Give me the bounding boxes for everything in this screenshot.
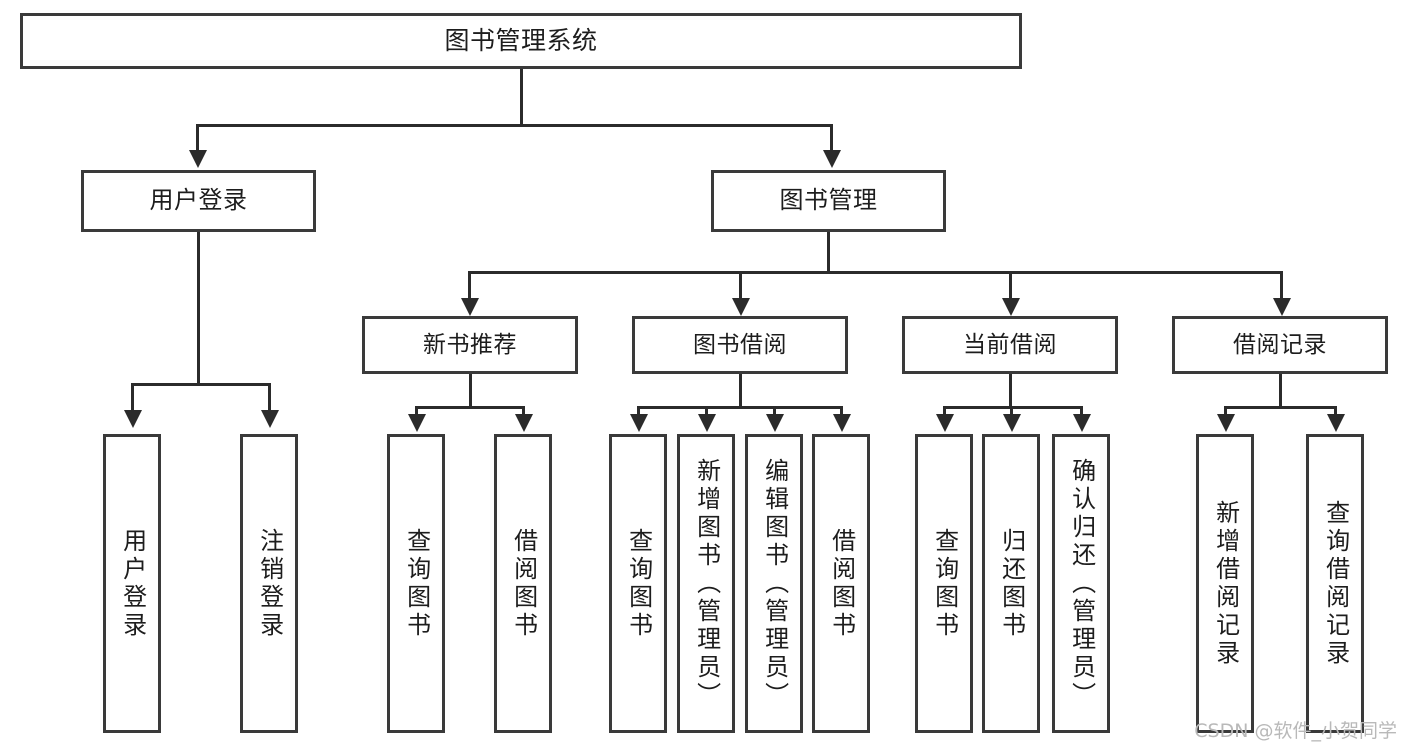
connector-level3-drop-3: [1009, 271, 1012, 298]
leaf-query-borrow-record[interactable]: 查询借阅记录: [1306, 434, 1364, 733]
connector-book-management-stem: [827, 232, 830, 271]
connector-root-stem: [520, 69, 523, 125]
node-label: 新增借阅记录: [1211, 499, 1240, 668]
node-label: 查询图书: [402, 527, 431, 640]
connector-book-borrow-drop-1: [637, 406, 640, 418]
leaf-confirm-return[interactable]: 确认归还（管理员）: [1052, 434, 1110, 733]
node-label: 新书推荐: [423, 331, 517, 358]
node-label: 借阅记录: [1233, 331, 1327, 358]
node-label: 当前借阅: [963, 331, 1057, 358]
connector-new-book-drop-1: [415, 406, 418, 418]
arrow-to-query-book-2: [630, 414, 648, 432]
connector-borrow-record-stem: [1279, 374, 1282, 406]
connector-book-borrow-drop-3: [773, 406, 776, 418]
arrow-to-borrow-book-1: [515, 414, 533, 432]
node-label: 用户登录: [149, 186, 248, 215]
leaf-query-book-current[interactable]: 查询图书: [915, 434, 973, 733]
connector-level3-drop-1: [468, 271, 471, 298]
connector-book-borrow-stem: [739, 374, 742, 406]
leaf-add-borrow-record[interactable]: 新增借阅记录: [1196, 434, 1254, 733]
node-user-login[interactable]: 用户登录: [81, 170, 316, 232]
arrow-to-user-login: [189, 150, 207, 168]
arrow-to-current-borrow: [1002, 298, 1020, 316]
node-current-borrow[interactable]: 当前借阅: [902, 316, 1118, 374]
node-root-system[interactable]: 图书管理系统: [20, 13, 1022, 69]
leaf-query-book-borrow[interactable]: 查询图书: [609, 434, 667, 733]
node-label: 借阅图书: [827, 527, 856, 640]
arrow-to-logout-leaf: [261, 410, 279, 428]
connector-level3-bus: [468, 271, 1280, 274]
connector-current-borrow-bus: [943, 406, 1083, 409]
connector-new-book-drop-2: [522, 406, 525, 418]
connector-current-borrow-drop-2: [1010, 406, 1013, 418]
connector-root-drop-1: [196, 124, 199, 150]
node-book-management[interactable]: 图书管理: [711, 170, 946, 232]
arrow-to-query-borrow-record: [1327, 414, 1345, 432]
arrow-to-book-borrow: [732, 298, 750, 316]
arrow-to-add-book: [698, 414, 716, 432]
node-label: 新增图书（管理员）: [692, 457, 721, 710]
node-label: 查询图书: [930, 527, 959, 640]
leaf-borrow-book-recommend[interactable]: 借阅图书: [494, 434, 552, 733]
leaf-edit-book[interactable]: 编辑图书（管理员）: [745, 434, 803, 733]
node-label: 图书管理系统: [444, 25, 598, 55]
connector-book-borrow-bus: [637, 406, 843, 409]
arrow-to-new-book-recommend: [461, 298, 479, 316]
connector-user-login-stem: [197, 232, 200, 383]
connector-borrow-record-drop-2: [1334, 406, 1337, 418]
node-label: 查询借阅记录: [1321, 499, 1350, 668]
connector-borrow-record-bus: [1224, 406, 1337, 409]
connector-user-login-drop-2: [268, 383, 271, 410]
leaf-return-book[interactable]: 归还图书: [982, 434, 1040, 733]
arrow-to-user-login-leaf: [124, 410, 142, 428]
connector-new-book-bus: [415, 406, 525, 409]
arrow-to-edit-book: [766, 414, 784, 432]
arrow-to-query-book-1: [408, 414, 426, 432]
connector-current-borrow-drop-1: [943, 406, 946, 418]
connector-current-borrow-drop-3: [1080, 406, 1083, 418]
connector-current-borrow-stem: [1009, 374, 1012, 406]
node-label: 查询图书: [624, 527, 653, 640]
leaf-user-login[interactable]: 用户登录: [103, 434, 161, 733]
arrow-to-add-borrow-record: [1217, 414, 1235, 432]
connector-user-login-drop-1: [131, 383, 134, 410]
node-label: 归还图书: [997, 527, 1026, 640]
arrow-to-book-management: [823, 150, 841, 168]
arrow-to-borrow-book-2: [833, 414, 851, 432]
leaf-query-book-recommend[interactable]: 查询图书: [387, 434, 445, 733]
arrow-to-confirm-return: [1073, 414, 1091, 432]
connector-new-book-stem: [469, 374, 472, 406]
connector-level3-drop-4: [1280, 271, 1283, 298]
node-label: 编辑图书（管理员）: [760, 457, 789, 710]
node-new-book-recommend[interactable]: 新书推荐: [362, 316, 578, 374]
node-borrow-record[interactable]: 借阅记录: [1172, 316, 1388, 374]
connector-root-bus: [196, 124, 833, 127]
node-label: 注销登录: [255, 527, 284, 640]
connector-book-borrow-drop-4: [840, 406, 843, 418]
leaf-borrow-book[interactable]: 借阅图书: [812, 434, 870, 733]
node-label: 用户登录: [118, 527, 147, 640]
node-label: 借阅图书: [509, 527, 538, 640]
node-book-borrow[interactable]: 图书借阅: [632, 316, 848, 374]
node-label: 图书借阅: [693, 331, 787, 358]
connector-user-login-bus: [131, 383, 268, 386]
leaf-add-book[interactable]: 新增图书（管理员）: [677, 434, 735, 733]
node-label: 确认归还（管理员）: [1067, 457, 1096, 710]
connector-borrow-record-drop-1: [1224, 406, 1227, 418]
leaf-logout[interactable]: 注销登录: [240, 434, 298, 733]
arrow-to-borrow-record: [1273, 298, 1291, 316]
connector-root-drop-2: [830, 124, 833, 150]
connector-book-borrow-drop-2: [705, 406, 708, 418]
arrow-to-query-book-3: [936, 414, 954, 432]
arrow-to-return-book: [1003, 414, 1021, 432]
node-label: 图书管理: [779, 186, 878, 215]
connector-level3-drop-2: [739, 271, 742, 298]
